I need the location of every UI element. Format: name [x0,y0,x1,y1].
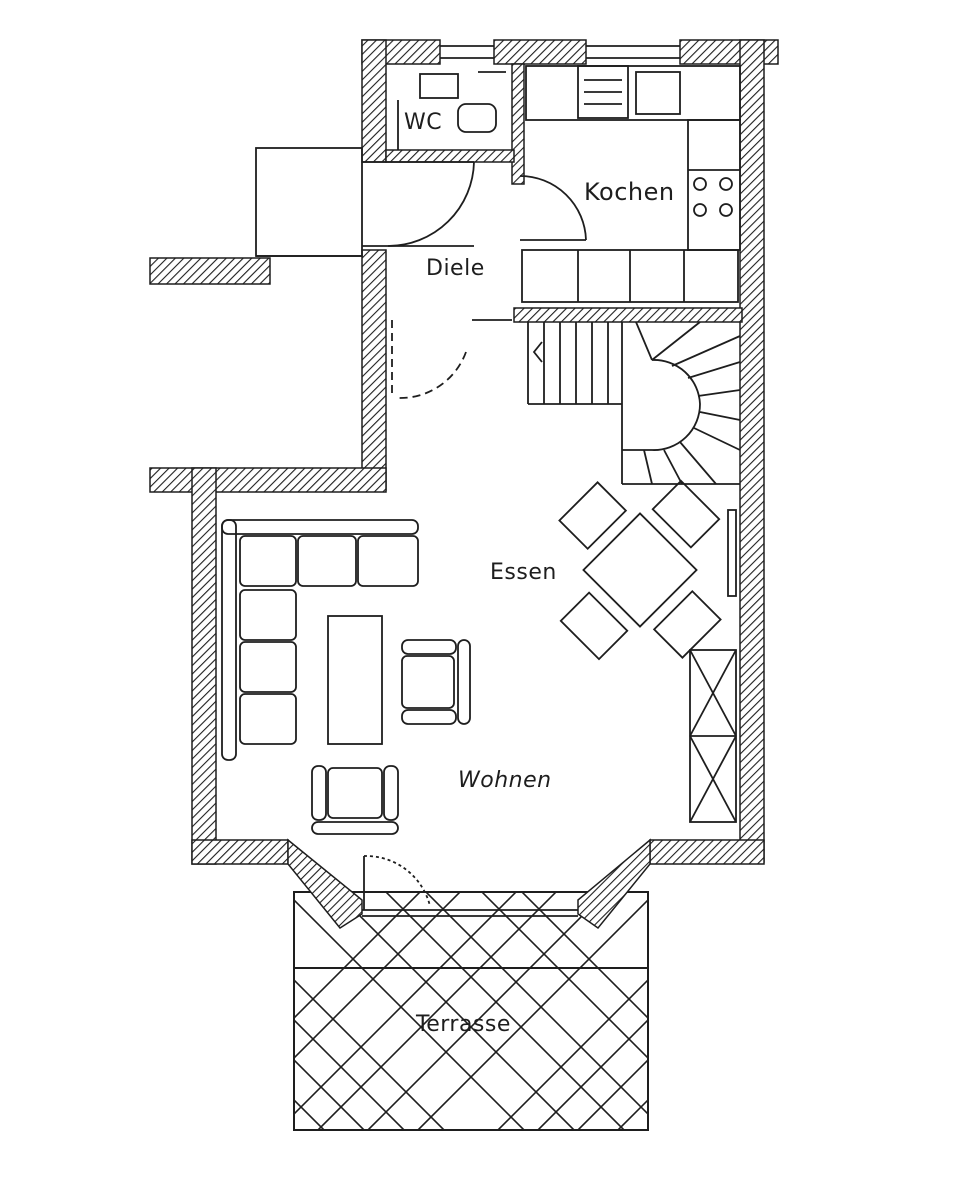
plan-lines [221,45,741,917]
walls [149,39,779,865]
bay-walls [287,838,651,930]
room-label-essen: Essen [490,560,557,585]
terrace [293,891,649,1131]
room-label-wc: WC [404,110,443,135]
room-label-wohnen: Wohnen [458,768,552,793]
room-label-kochen: Kochen [584,178,675,206]
room-label-diele: Diele [426,256,485,281]
room-label-terrasse: Terrasse [416,1012,511,1037]
